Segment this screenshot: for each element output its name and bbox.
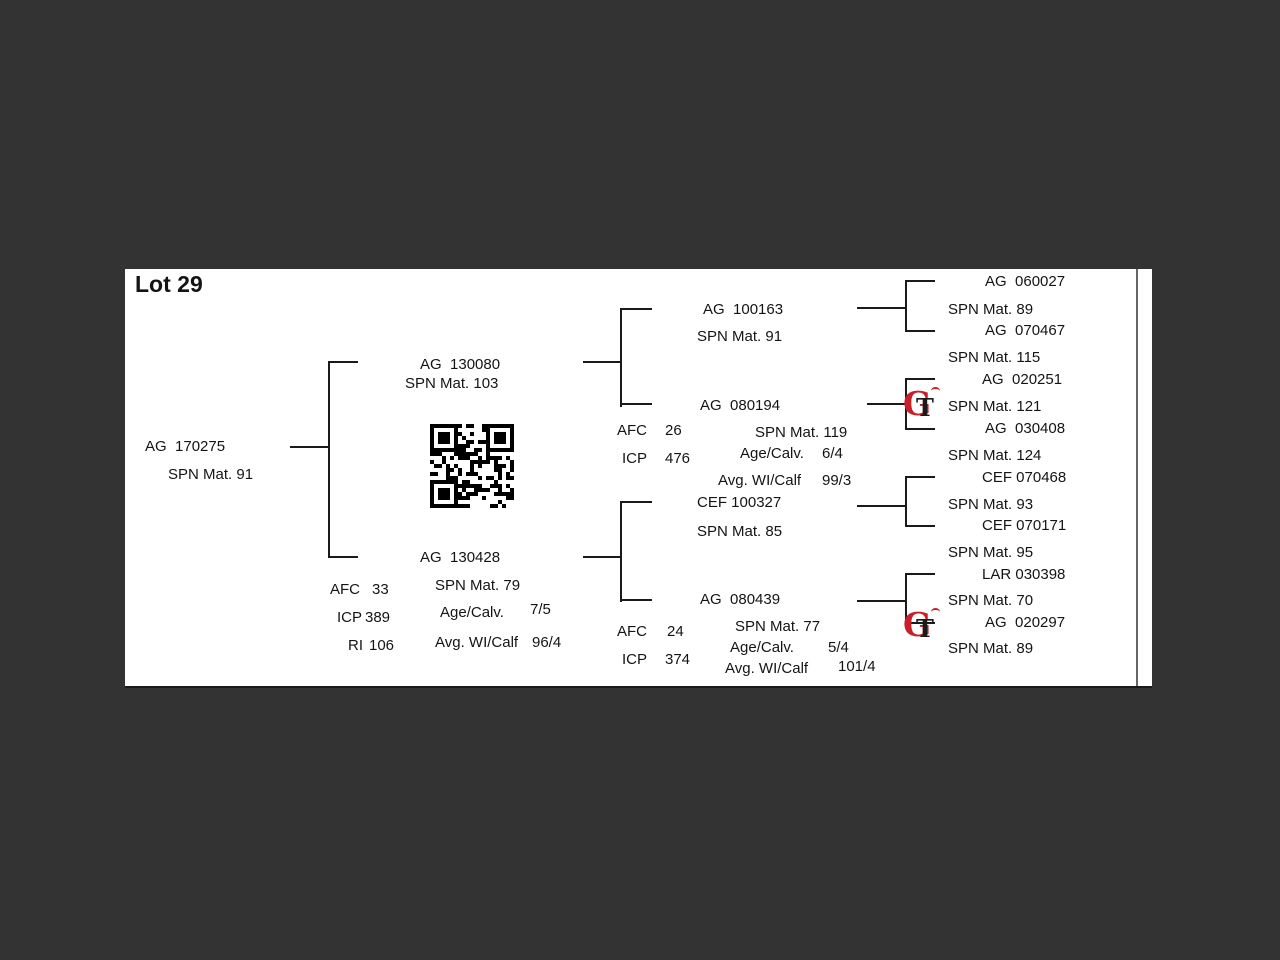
gen3-1-avgwi-label: Avg. WI/Calf — [718, 472, 802, 489]
page-bottom-rule — [125, 686, 1152, 688]
root-id: AG 170275 — [145, 438, 226, 455]
gen4-3-spn: SPN Mat. 124 — [948, 447, 1042, 464]
gen3-3-spn: SPN Mat. 77 — [735, 618, 821, 635]
connector-line — [583, 556, 622, 558]
gen4-3-id: AG 030408 — [985, 420, 1066, 437]
gt-logo-t: T — [916, 614, 934, 643]
connector-line — [905, 280, 935, 282]
dam-id: AG 130428 — [420, 549, 501, 566]
connector-line — [905, 573, 935, 575]
gen4-6-spn: SPN Mat. 70 — [948, 592, 1034, 609]
connector-line — [905, 280, 907, 332]
dam-stat-icp-value: 389 — [365, 609, 391, 626]
dam-stat-ri-label: RI — [348, 637, 363, 654]
connector-line — [905, 525, 935, 527]
dam-spn: SPN Mat. 79 — [435, 577, 521, 594]
gen4-0-id: AG 060027 — [985, 273, 1066, 290]
dam-stat-afc-label: AFC — [330, 581, 360, 598]
gen3-1-stat-icp-value: 476 — [665, 450, 691, 467]
gt-logo-t: T — [916, 393, 934, 422]
gen3-3-agecalv-label: Age/Calv. — [730, 639, 794, 656]
dam-agecalv-value: 7/5 — [530, 601, 551, 618]
gen4-6-id: LAR 030398 — [982, 566, 1066, 583]
connector-line — [620, 308, 622, 407]
connector-line — [905, 476, 907, 527]
gen3-3-avgwi-label: Avg. WI/Calf — [725, 660, 809, 677]
gen3-3-agecalv-value: 5/4 — [828, 639, 849, 656]
dam-stat-ri-value: 106 — [369, 637, 395, 654]
root-spn: SPN Mat. 91 — [168, 466, 254, 483]
gt-brand-logo: G T — [903, 607, 943, 647]
dam-avgwi-label: Avg. WI/Calf — [435, 634, 519, 651]
connector-line — [905, 378, 935, 380]
connector-line — [905, 428, 935, 430]
page-edge-rule — [1136, 269, 1138, 688]
gen4-1-id: AG 070467 — [985, 322, 1066, 339]
gen3-1-agecalv-value: 6/4 — [822, 445, 843, 462]
connector-line — [620, 308, 652, 310]
gen3-1-spn: SPN Mat. 119 — [755, 424, 848, 441]
connector-line — [857, 307, 907, 309]
dam-stat-afc-value: 33 — [372, 581, 389, 598]
sire-id: AG 130080 — [420, 356, 501, 373]
lot-title: Lot 29 — [135, 271, 203, 297]
connector-line — [328, 361, 330, 558]
qr-code — [430, 424, 514, 508]
connector-line — [857, 505, 907, 507]
gen3-3-stat-afc-value: 24 — [667, 623, 684, 640]
gen4-5-spn: SPN Mat. 95 — [948, 544, 1034, 561]
connector-line — [867, 403, 907, 405]
gen3-3-stat-afc-label: AFC — [617, 623, 647, 640]
connector-line — [583, 361, 622, 363]
connector-line — [905, 622, 935, 624]
gen4-2-spn: SPN Mat. 121 — [948, 398, 1042, 415]
connector-line — [328, 556, 358, 558]
gen4-4-spn: SPN Mat. 93 — [948, 496, 1034, 513]
connector-line — [620, 501, 652, 503]
connector-line — [620, 403, 652, 405]
gen3-3-id: AG 080439 — [700, 591, 781, 608]
connector-line — [290, 446, 328, 448]
gen3-0-id: AG 100163 — [703, 301, 784, 318]
gt-brand-logo: G T — [903, 386, 943, 426]
gen3-2-spn: SPN Mat. 85 — [697, 523, 783, 540]
pedigree-sheet: Lot 29 AG 170275 SPN Mat. 91 AG 130080 S… — [125, 269, 1152, 688]
gen3-3-avgwi-value: 101/4 — [838, 658, 876, 675]
connector-line — [905, 573, 907, 624]
connector-line — [620, 501, 622, 602]
connector-line — [905, 378, 907, 430]
dam-agecalv-label: Age/Calv. — [440, 604, 504, 621]
gen4-7-id: AG 020297 — [985, 614, 1066, 631]
gen3-3-stat-icp-label: ICP — [622, 651, 648, 668]
gen3-0-spn: SPN Mat. 91 — [697, 328, 783, 345]
connector-line — [905, 476, 935, 478]
connector-line — [905, 330, 935, 332]
gen4-2-id: AG 020251 — [982, 371, 1063, 388]
connector-line — [620, 599, 652, 601]
gen4-7-spn: SPN Mat. 89 — [948, 640, 1034, 657]
gt-logo-g: G — [903, 605, 932, 644]
gen3-1-avgwi-value: 99/3 — [822, 472, 852, 489]
gen3-1-stat-afc-value: 26 — [665, 422, 682, 439]
connector-line — [328, 361, 358, 363]
dam-avgwi-value: 96/4 — [532, 634, 562, 651]
gen4-4-id: CEF 070468 — [982, 469, 1067, 486]
dam-stat-icp-label: ICP — [337, 609, 363, 626]
gen4-0-spn: SPN Mat. 89 — [948, 301, 1034, 318]
gen4-5-id: CEF 070171 — [982, 517, 1067, 534]
gen3-1-agecalv-label: Age/Calv. — [740, 445, 804, 462]
sire-spn: SPN Mat. 103 — [405, 375, 499, 392]
gen3-1-id: AG 080194 — [700, 397, 781, 414]
gen3-2-id: CEF 100327 — [697, 494, 782, 511]
connector-line — [857, 600, 907, 602]
gen3-1-stat-afc-label: AFC — [617, 422, 647, 439]
gen3-3-stat-icp-value: 374 — [665, 651, 691, 668]
gen3-1-stat-icp-label: ICP — [622, 450, 648, 467]
gen4-1-spn: SPN Mat. 115 — [948, 349, 1041, 366]
gt-logo-g: G — [903, 384, 932, 423]
